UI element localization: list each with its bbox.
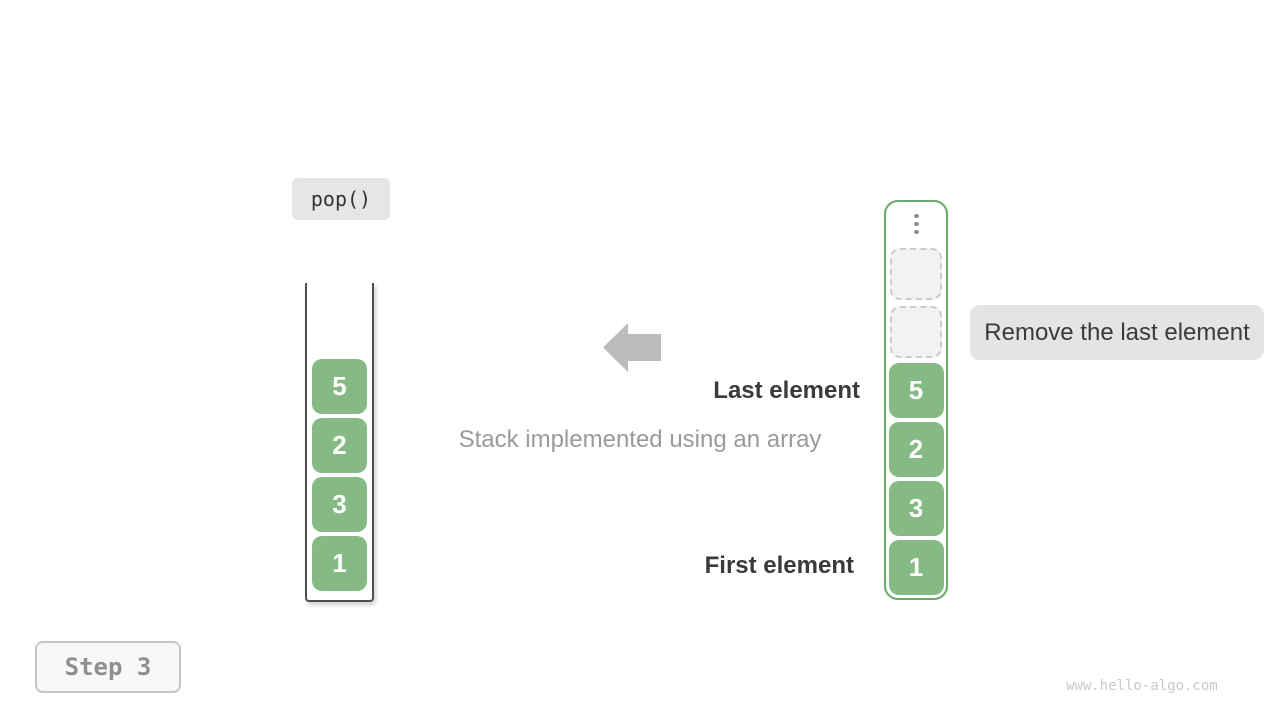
diagram-caption: Stack implemented using an array: [458, 426, 822, 453]
array-item: 1: [888, 540, 944, 595]
step-badge: Step 3: [35, 641, 181, 693]
left-arrow-icon: [603, 323, 661, 372]
stack-item: 1: [312, 536, 367, 591]
remove-note-bubble: Remove the last element: [970, 305, 1264, 360]
stack-item: 3: [312, 477, 367, 532]
empty-slot: [890, 248, 942, 300]
array-item: 3: [888, 481, 944, 536]
watermark: www.hello-algo.com: [1066, 678, 1218, 694]
stack-item: 2: [312, 418, 367, 473]
vertical-ellipsis-icon: [913, 214, 919, 234]
stack-item: 5: [312, 359, 367, 414]
empty-slot: [890, 306, 942, 358]
empty-slots: [890, 248, 942, 358]
array-item: 5: [888, 363, 944, 418]
pop-operation-label: pop(): [292, 178, 390, 220]
array-item: 2: [888, 422, 944, 477]
last-element-label: Last element: [713, 377, 860, 404]
first-element-label: First element: [704, 552, 854, 579]
